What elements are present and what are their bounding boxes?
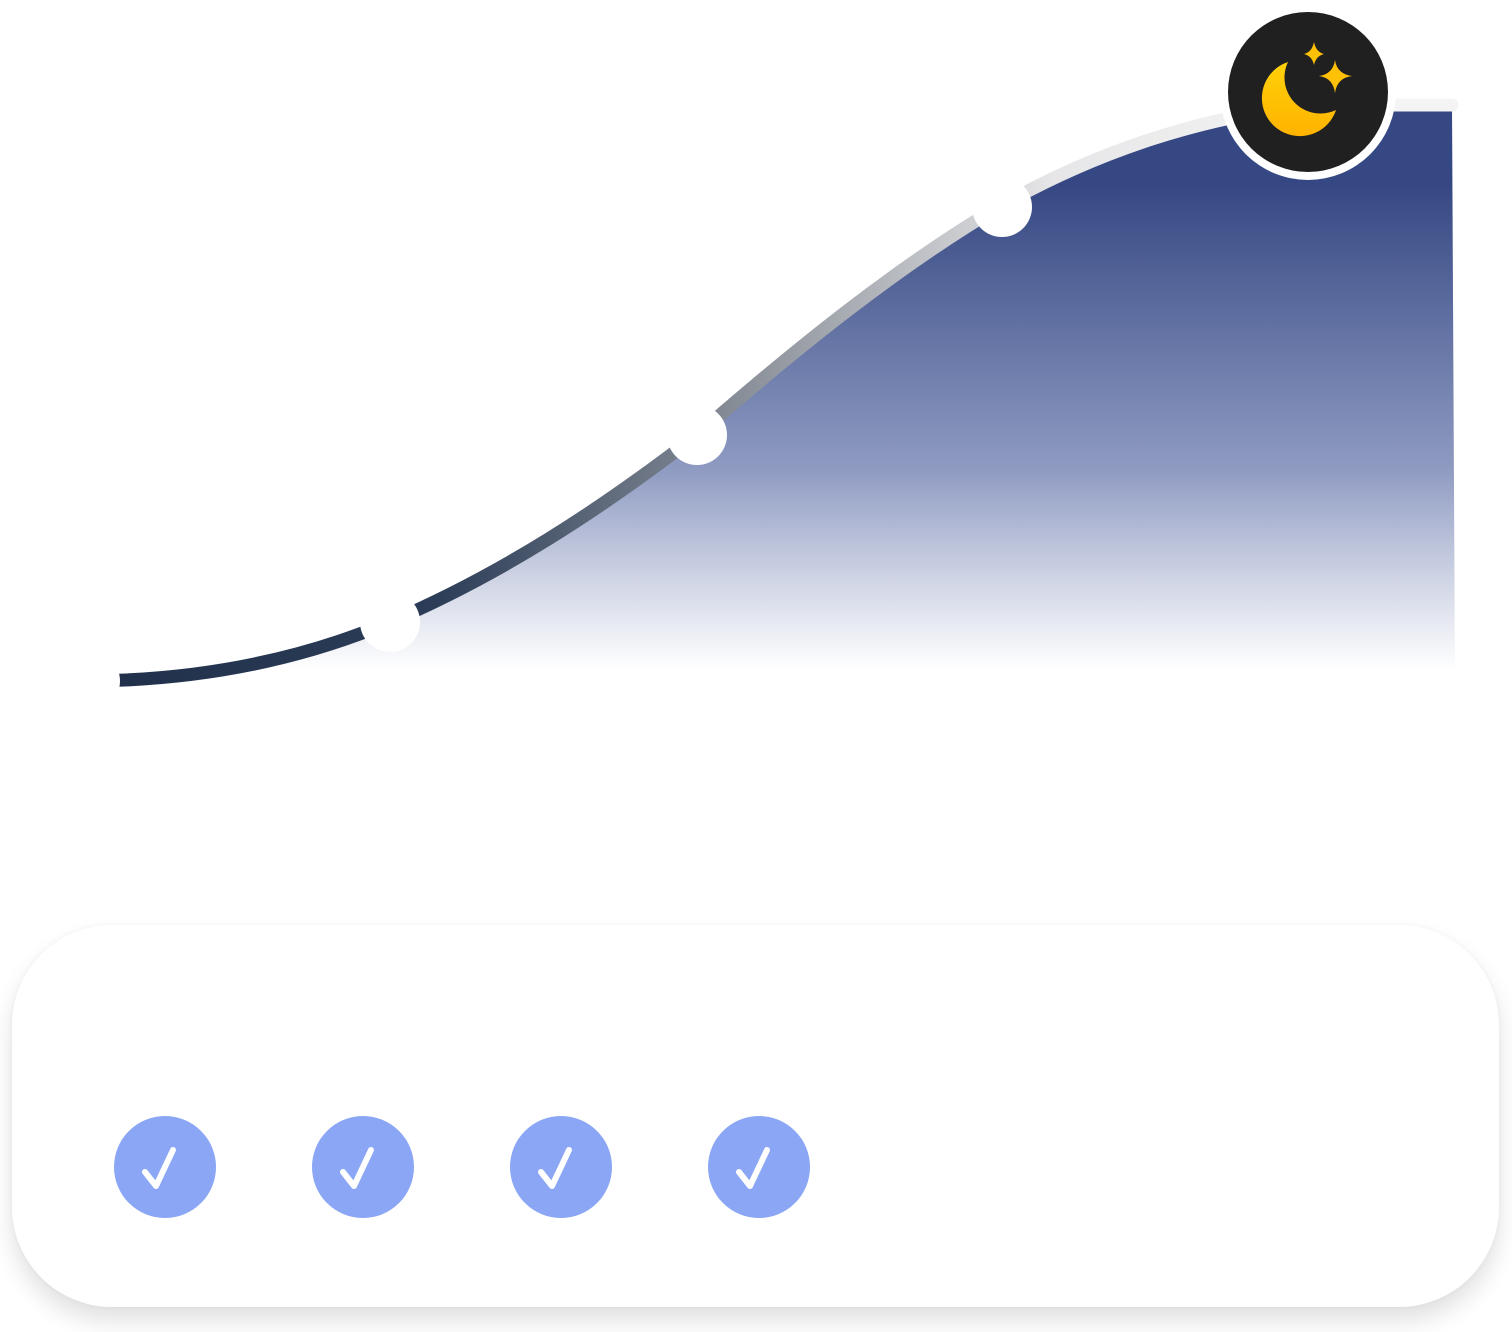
moon-stars-icon <box>1261 42 1352 137</box>
milestone-dot <box>60 651 120 711</box>
check-icon <box>708 1116 810 1218</box>
area-fill <box>68 105 1455 770</box>
check-icon <box>114 1116 216 1218</box>
milestone-dot <box>667 405 727 465</box>
progress-curve-illustration <box>60 4 1459 770</box>
check-badge-1 <box>114 1116 216 1218</box>
milestone-dot <box>360 592 420 652</box>
check-badge-3 <box>510 1116 612 1218</box>
checklist-card <box>12 925 1499 1307</box>
check-badge-2 <box>312 1116 414 1218</box>
check-icon <box>312 1116 414 1218</box>
check-badge-4 <box>708 1116 810 1218</box>
moon-badge <box>1220 4 1396 180</box>
milestone-dot <box>972 177 1032 237</box>
milestone-dots <box>60 177 1032 711</box>
check-icon <box>510 1116 612 1218</box>
